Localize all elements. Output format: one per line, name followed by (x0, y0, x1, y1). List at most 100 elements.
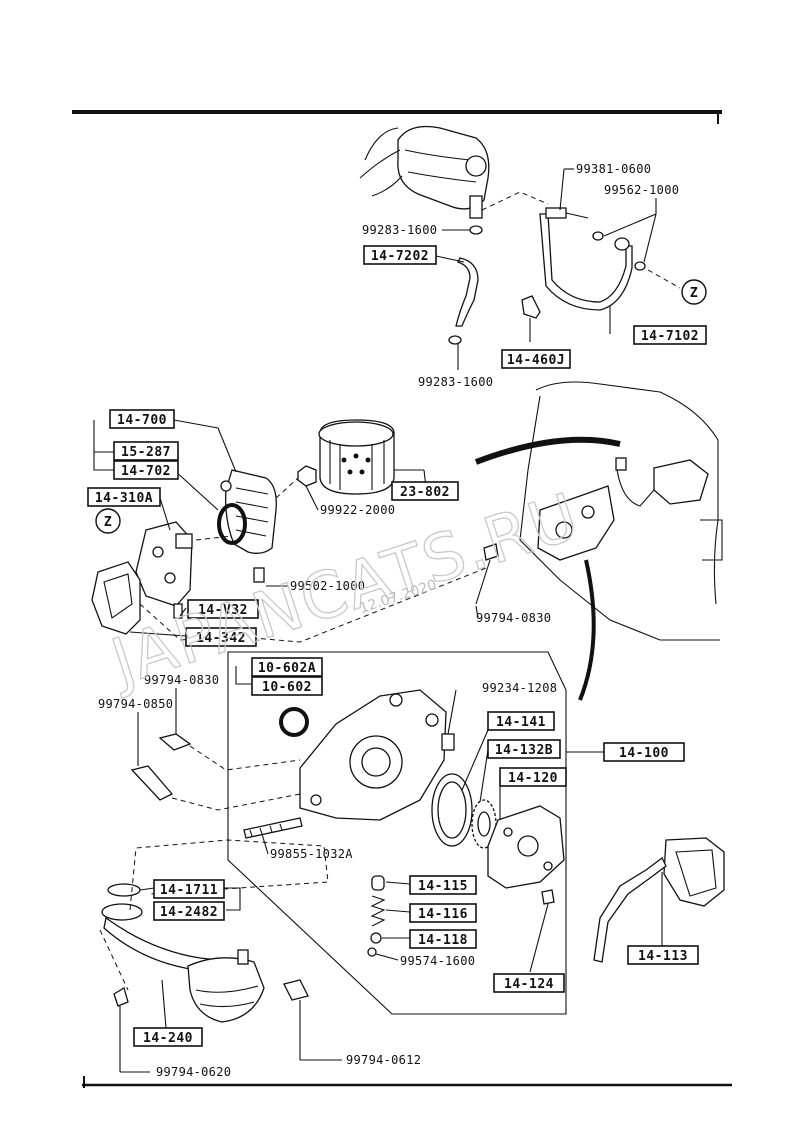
oil-filter-23-802 (318, 419, 395, 495)
box-10-602: 10-602 (251, 676, 323, 696)
gear-14-132B (471, 799, 497, 849)
label-99234-1208: 99234-1208 (482, 681, 557, 695)
engine-component-illustration (359, 125, 490, 219)
box-14-124: 14-124 (493, 973, 565, 993)
outer-rotor-14-141 (431, 773, 473, 847)
dipstick-bracket-14-113 (663, 837, 725, 907)
washer-14-118 (370, 932, 382, 944)
svg-text:14-115: 14-115 (418, 879, 468, 894)
svg-text:Z: Z (104, 515, 112, 530)
box-14-7102: 14-7102 (633, 325, 707, 345)
box-14-132B: 14-132B (487, 739, 561, 759)
label-99794-0620: 99794-0620 (156, 1065, 231, 1079)
svg-text:14-116: 14-116 (418, 907, 468, 922)
harness-14-7102 (539, 213, 633, 311)
box-14-240: 14-240 (133, 1027, 203, 1047)
label-99794-0830-right: 99794-0830 (476, 611, 551, 625)
part-code-boxes: 14-7202 14-7102 14-460J 14-700 15-287 14… (87, 245, 707, 1047)
svg-text:14-120: 14-120 (508, 771, 558, 786)
label-99794-0850: 99794-0850 (98, 697, 173, 711)
harness-routing-line (474, 436, 621, 465)
screw-14-124 (541, 889, 555, 905)
box-14-7202: 14-7202 (363, 245, 437, 265)
svg-text:14-118: 14-118 (418, 933, 468, 948)
box-14-1711: 14-1711 (153, 879, 225, 899)
box-14-115: 14-115 (409, 875, 477, 895)
svg-text:14-1711: 14-1711 (160, 883, 218, 898)
oil-cooler-assembly (217, 469, 277, 554)
o-ring-14-702 (217, 503, 247, 545)
label-99502-1000: 99502-1000 (290, 579, 365, 593)
svg-text:14-V32: 14-V32 (198, 603, 248, 618)
label-99562-1000: 99562-1000 (604, 183, 679, 197)
box-23-802: 23-802 (391, 481, 459, 501)
bolt-99794-0620 (113, 987, 129, 1007)
gasket-14-342 (91, 561, 141, 635)
bolt-99794-0850 (130, 765, 174, 801)
engine-side-view (519, 381, 723, 641)
box-14-460J: 14-460J (501, 349, 571, 369)
bracket-14-460J (521, 295, 541, 319)
callout-labels: 99381-0600 99562-1000 99283-1600 99283-1… (98, 162, 679, 1079)
clip-99283-1600-top (469, 225, 483, 235)
svg-text:14-700: 14-700 (117, 413, 167, 428)
svg-text:14-310A: 14-310A (95, 491, 153, 506)
svg-text:23-802: 23-802 (400, 485, 450, 500)
label-99922-2000: 99922-2000 (320, 503, 395, 517)
label-99855-1032A: 99855-1032A (270, 847, 353, 861)
oil-strainer-14-240 (101, 903, 265, 1023)
box-14-310A: 14-310A (87, 487, 161, 507)
box-14-700: 14-700 (109, 409, 175, 429)
box-14-342: 14-342 (185, 627, 257, 647)
nut-99922-2000 (297, 465, 317, 487)
svg-text:14-7102: 14-7102 (641, 329, 699, 344)
label-99574-1600: 99574-1600 (400, 954, 475, 968)
svg-text:14-240: 14-240 (143, 1031, 193, 1046)
dipstick-tube (593, 857, 667, 963)
marker-z-left: Z (95, 508, 121, 534)
washer-99562-1000-b (634, 261, 646, 271)
label-99794-0612: 99794-0612 (346, 1053, 421, 1067)
clip-99283-1600-bot (448, 335, 462, 345)
svg-text:14-702: 14-702 (121, 464, 171, 479)
bolt-99794-0830-left (158, 733, 192, 751)
pump-routing-line (578, 559, 596, 701)
plug-99502-1000 (253, 567, 265, 583)
svg-text:14-2482: 14-2482 (160, 905, 218, 920)
box-14-V32: 14-V32 (187, 599, 259, 619)
pin-99234-1208 (441, 733, 455, 751)
plunger-14-115 (371, 875, 385, 891)
svg-text:14-100: 14-100 (619, 746, 669, 761)
pump-group-frame (227, 651, 567, 1015)
svg-text:14-132B: 14-132B (495, 743, 553, 758)
svg-text:10-602: 10-602 (262, 680, 312, 695)
spring-14-116 (370, 895, 386, 927)
svg-text:Z: Z (690, 286, 698, 301)
label-99283-1600-bottom: 99283-1600 (418, 375, 493, 389)
oil-hose-14-7202 (455, 257, 479, 327)
box-14-141: 14-141 (487, 711, 555, 731)
svg-text:14-342: 14-342 (196, 631, 246, 646)
box-14-118: 14-118 (409, 929, 477, 949)
svg-text:14-113: 14-113 (638, 949, 688, 964)
box-15-287: 15-287 (113, 441, 179, 461)
svg-text:14-7202: 14-7202 (371, 249, 429, 264)
label-99283-1600-top: 99283-1600 (362, 223, 437, 237)
gasket-14-1711 (107, 883, 141, 897)
washer-99562-1000-a (592, 231, 604, 241)
label-99381-0600: 99381-0600 (576, 162, 651, 176)
svg-text:14-124: 14-124 (504, 977, 554, 992)
stud-99855-1032A (243, 817, 303, 839)
svg-text:10-602A: 10-602A (258, 661, 316, 676)
label-99794-0830-left: 99794-0830 (144, 673, 219, 687)
box-14-100: 14-100 (603, 742, 685, 762)
marker-z-top: Z (681, 279, 707, 305)
bolt-99794-0830-right (483, 543, 499, 561)
oil-pump-body (299, 689, 447, 821)
bolt-99381-0600 (545, 207, 567, 219)
box-14-113: 14-113 (627, 945, 699, 965)
box-14-2482: 14-2482 (153, 901, 225, 921)
box-10-602A: 10-602A (251, 657, 323, 677)
